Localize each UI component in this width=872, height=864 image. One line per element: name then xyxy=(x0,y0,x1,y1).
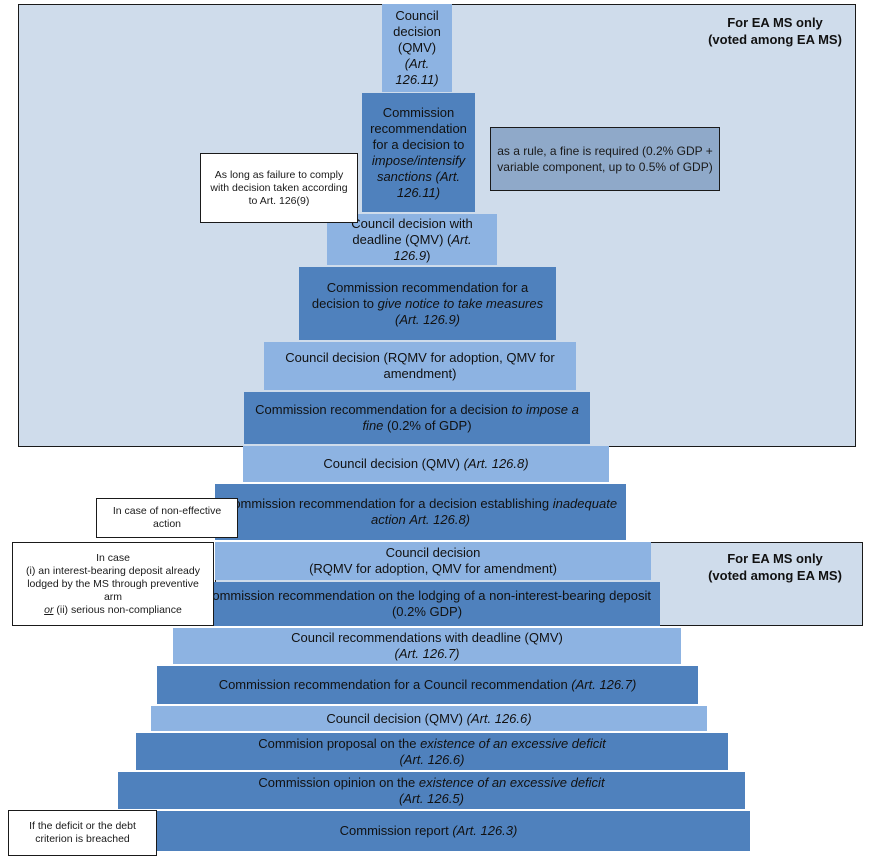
text-segment: inadequate action xyxy=(370,496,618,527)
side-note-text: As long as failure to comply with decisi… xyxy=(205,169,353,208)
pyramid-tier-t14: Commision proposal on the existence of a… xyxy=(136,733,728,770)
text-segment: (Art. 126.5) xyxy=(398,790,464,806)
text-segment: Council decision xyxy=(385,545,481,560)
side-note-text: If the deficit or the debt criterion is … xyxy=(13,820,152,846)
text-segment: Commission recommendation for a decision xyxy=(255,402,512,417)
text-segment: Commission recommendation for a Council … xyxy=(218,677,572,692)
text-segment: (0.2% of GDP) xyxy=(383,418,472,433)
pyramid-tier-text: Council decision(RQMV for adoption, QMV … xyxy=(309,545,557,577)
text-segment: Council decision (QMV) xyxy=(323,456,464,471)
text-segment: (Art. 126.7) xyxy=(394,646,460,661)
text-segment: Commission recommendation for a decision… xyxy=(370,104,467,152)
pyramid-tier-t4: Commission recommendation for a decision… xyxy=(299,267,556,340)
text-segment: or xyxy=(44,603,54,616)
text-segment: (Art. 126.11) xyxy=(396,168,461,200)
pyramid-tier-t8: Commission recommendation for a decision… xyxy=(215,484,626,540)
pyramid-tier-t15: Commission opinion on the existence of a… xyxy=(118,772,745,809)
text-segment: (Art. 126.3) xyxy=(452,823,518,838)
pyramid-tier-text: Commission report (Art. 126.3) xyxy=(340,823,518,839)
pyramid-tier-t9: Council decision(RQMV for adoption, QMV … xyxy=(215,542,651,580)
text-segment: (Art. 126.6) xyxy=(466,710,532,726)
text-segment: to impose a fine xyxy=(362,402,579,433)
text-segment: In case xyxy=(96,551,130,564)
text-segment: as a rule, a fine is required (0.2% GDP … xyxy=(497,144,713,174)
side-note-n4: In case(i) an interest-bearing deposit a… xyxy=(12,542,214,626)
region-label-top-line2: (voted among EA MS) xyxy=(708,32,842,47)
text-segment: impose/intensify sanctions xyxy=(371,152,466,184)
pyramid-tier-t10: Commission recommendation on the lodging… xyxy=(194,582,660,626)
pyramid-tier-text: Commission recommendation for a decision… xyxy=(368,105,469,201)
pyramid-tier-text: Council decision with deadline (QMV) (Ar… xyxy=(333,216,491,264)
side-note-n5: If the deficit or the debt criterion is … xyxy=(8,810,157,856)
text-segment: Council recommendations with deadline (Q… xyxy=(291,630,563,645)
pyramid-tier-text: Council decision (QMV) (Art. 126.11) xyxy=(388,8,446,88)
text-segment: Council decision with deadline (QMV) ( xyxy=(351,215,473,247)
text-segment: As long as failure to comply with decisi… xyxy=(210,168,348,207)
pyramid-tier-t5: Council decision (RQMV for adoption, QMV… xyxy=(264,342,576,390)
text-segment: (Art. 126.11) xyxy=(395,56,439,87)
text-segment: (Art. 126.9) xyxy=(394,311,461,327)
text-segment: (ii) serious non-compliance xyxy=(53,603,182,616)
pyramid-tier-text: Council decision (RQMV for adoption, QMV… xyxy=(270,350,570,382)
side-note-text: In case(i) an interest-bearing deposit a… xyxy=(17,552,209,617)
text-segment: Commission recommendation for a decision… xyxy=(311,279,529,311)
pyramid-tier-t7: Council decision (QMV) (Art. 126.8) xyxy=(243,446,609,482)
pyramid-tier-text: Commision proposal on the existence of a… xyxy=(258,736,606,768)
text-segment: (Art. 126.6) xyxy=(399,751,465,767)
pyramid-tier-t6: Commission recommendation for a decision… xyxy=(244,392,590,444)
text-segment: (RQMV for adoption, QMV for amendment) xyxy=(309,561,557,576)
pyramid-tier-t13: Council decision (QMV) (Art. 126.6) xyxy=(151,706,707,731)
pyramid-tier-text: Council decision (QMV) (Art. 126.6) xyxy=(326,711,531,727)
text-segment: Commission opinion on the xyxy=(258,774,419,790)
pyramid-tier-t2: Commission recommendation for a decision… xyxy=(362,93,475,212)
side-note-n3: In case of non-effective action xyxy=(96,498,238,538)
side-note-text: as a rule, a fine is required (0.2% GDP … xyxy=(497,143,713,175)
region-label-middle: For EA MS only (voted among EA MS) xyxy=(700,550,850,584)
side-note-n2: as a rule, a fine is required (0.2% GDP … xyxy=(490,127,720,191)
text-segment: If the deficit or the debt criterion is … xyxy=(29,820,136,845)
side-note-text: In case of non-effective action xyxy=(101,505,233,531)
pyramid-tier-t11: Council recommendations with deadline (Q… xyxy=(173,628,681,664)
text-segment: (Art. 126.8) xyxy=(463,456,529,471)
text-segment: Council decision (QMV) xyxy=(326,710,467,726)
text-segment: existence of an excessive deficit xyxy=(420,735,606,751)
region-label-middle-line1: For EA MS only xyxy=(727,551,823,566)
text-segment: Commission report xyxy=(339,823,453,838)
pyramid-tier-t1: Council decision (QMV) (Art. 126.11) xyxy=(382,4,452,92)
text-segment: (Art. 126.7) xyxy=(571,677,637,692)
region-label-middle-line2: (voted among EA MS) xyxy=(708,568,842,583)
pyramid-tier-t16: Commission report (Art. 126.3) xyxy=(107,811,750,851)
pyramid-tier-text: Commission recommendation for a decision… xyxy=(221,496,620,528)
text-segment: Commission recommendation for a decision… xyxy=(223,496,553,511)
text-segment: Art. 126.8) xyxy=(409,512,471,527)
text-segment: existence of an excessive deficit xyxy=(418,774,605,790)
text-segment: Commission recommendation on the lodging… xyxy=(202,588,652,619)
pyramid-tier-text: Council decision (QMV) (Art. 126.8) xyxy=(323,456,528,472)
region-label-top: For EA MS only (voted among EA MS) xyxy=(700,14,850,48)
pyramid-tier-text: Commission recommendation for a decision… xyxy=(250,402,584,434)
pyramid-tier-text: Commission opinion on the existence of a… xyxy=(258,775,604,807)
pyramid-tier-text: Commission recommendation for a decision… xyxy=(305,280,550,328)
text-segment: Art. 126.9 xyxy=(393,231,472,263)
pyramid-tier-t12: Commission recommendation for a Council … xyxy=(157,666,698,704)
pyramid-tier-text: Council recommendations with deadline (Q… xyxy=(291,630,563,662)
text-segment: Commision proposal on the xyxy=(258,735,421,751)
text-segment: ) xyxy=(426,247,431,263)
region-label-top-line1: For EA MS only xyxy=(727,15,823,30)
text-segment: give notice to take measures xyxy=(377,295,544,311)
text-segment: Council decision (RQMV for adoption, QMV… xyxy=(285,350,555,381)
text-segment: (i) an interest-bearing deposit already … xyxy=(26,564,200,603)
pyramid-tier-text: Commission recommendation for a Council … xyxy=(219,677,637,693)
pyramid-tier-text: Commission recommendation on the lodging… xyxy=(200,588,654,620)
text-segment: Council decision (QMV) xyxy=(393,8,441,55)
side-note-n1: As long as failure to comply with decisi… xyxy=(200,153,358,223)
text-segment: In case of non-effective action xyxy=(112,505,222,530)
